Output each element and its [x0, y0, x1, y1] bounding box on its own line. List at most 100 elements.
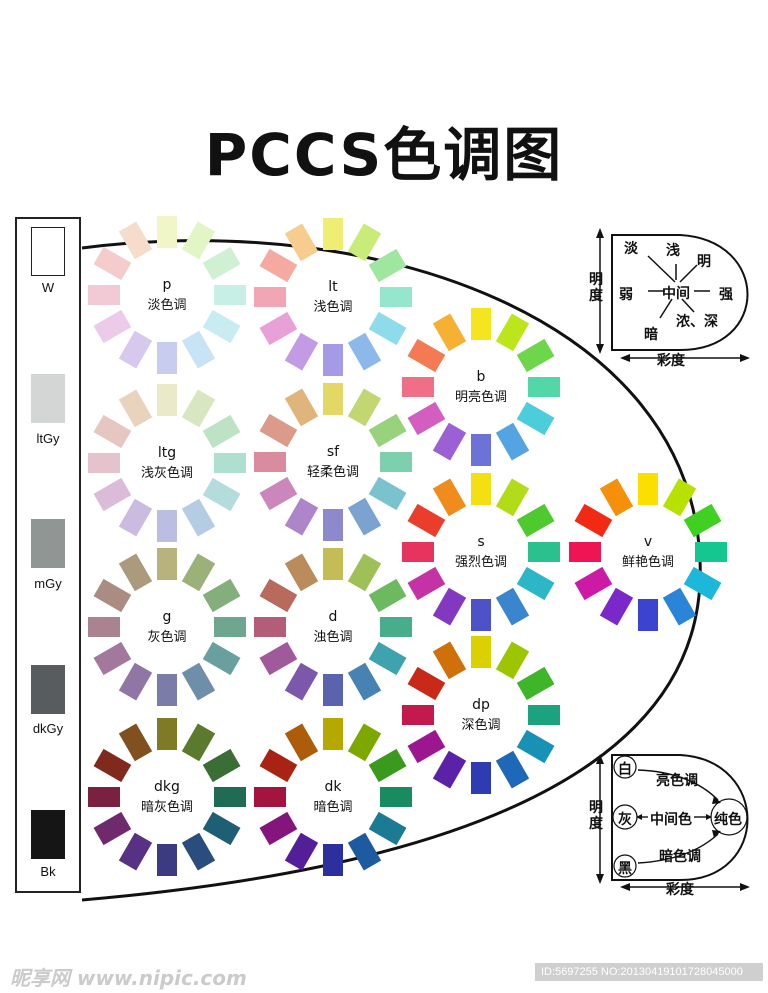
hue-swatch [368, 413, 407, 448]
hue-swatch [495, 313, 530, 352]
hue-swatch [254, 287, 286, 307]
legend-term-light: 浅 [666, 243, 680, 259]
gray-swatch-ltgy [31, 374, 65, 423]
hue-swatch [214, 453, 246, 473]
hue-swatch [323, 383, 343, 415]
hue-swatch [402, 377, 434, 397]
hue-swatch [495, 478, 530, 517]
tone-name-label: 明亮色调 [455, 389, 507, 405]
hue-swatch [284, 388, 319, 427]
hue-swatch [284, 832, 319, 871]
hue-swatch [157, 718, 177, 750]
hue-swatch [432, 478, 467, 517]
hue-swatch [284, 723, 319, 762]
hue-swatch [368, 811, 407, 846]
hue-swatch [118, 389, 153, 428]
tone-name-label: 淡色调 [147, 297, 186, 313]
gray-swatch-dkgy [31, 665, 65, 714]
hue-swatch [683, 566, 722, 601]
hue-swatch [347, 388, 382, 427]
tone-name-label: 深色调 [461, 717, 500, 733]
hue-swatch [402, 705, 434, 725]
hue-swatch [93, 641, 132, 676]
hue-swatch [157, 510, 177, 542]
hue-swatch [347, 223, 382, 262]
tone-wheel-p: p 淡色调 [88, 216, 246, 374]
tone-code-label: sf [327, 444, 340, 460]
legend-term-weak: 弱 [619, 287, 633, 303]
legend-bottom-y-axis-label: 明度 [589, 800, 603, 832]
hue-swatch [368, 476, 407, 511]
hue-swatch [516, 401, 555, 436]
tone-code-label: ltg [158, 445, 176, 461]
hue-swatch [347, 662, 382, 701]
gray-label-bk: Bk [40, 864, 56, 879]
hue-swatch [259, 748, 298, 783]
hue-swatch [118, 662, 153, 701]
hue-swatch [181, 723, 216, 762]
gray-swatch-bk [31, 810, 65, 859]
hue-swatch [181, 832, 216, 871]
hue-swatch [599, 587, 634, 626]
hue-swatch [202, 246, 241, 281]
hue-swatch [118, 221, 153, 260]
hue-swatch [202, 414, 241, 449]
tone-code-label: g [163, 609, 172, 625]
tone-code-label: s [477, 534, 484, 550]
hue-swatch [157, 548, 177, 580]
hue-swatch [347, 723, 382, 762]
hue-swatch [323, 218, 343, 250]
tone-name-label: 鲜艳色调 [622, 554, 674, 570]
hue-swatch [284, 332, 319, 371]
hue-swatch [516, 503, 555, 538]
hue-swatch [157, 844, 177, 876]
hue-swatch [368, 311, 407, 346]
hue-swatch [407, 503, 446, 538]
hue-swatch [202, 578, 241, 613]
hue-swatch [181, 662, 216, 701]
hue-swatch [88, 453, 120, 473]
watermark-left: 昵享网 www.nipic.com [10, 966, 247, 990]
hue-swatch [214, 285, 246, 305]
legend-term-bright: 明 [697, 254, 711, 270]
hue-swatch [528, 705, 560, 725]
hue-swatch [407, 666, 446, 701]
hue-swatch [181, 498, 216, 537]
hue-swatch [214, 617, 246, 637]
hue-swatch [471, 636, 491, 668]
hue-swatch [323, 548, 343, 580]
legend-term-dark: 暗 [644, 327, 658, 343]
hue-swatch [118, 498, 153, 537]
hue-swatch [157, 384, 177, 416]
legend-term-gray: 灰 [618, 812, 632, 828]
hue-swatch [118, 553, 153, 592]
hue-swatch [380, 617, 412, 637]
hue-swatch [323, 344, 343, 376]
hue-swatch [407, 338, 446, 373]
hue-swatch [259, 578, 298, 613]
legend-term-pale: 淡 [624, 241, 638, 257]
hue-swatch [181, 330, 216, 369]
gray-label-mgy: mGy [34, 576, 62, 591]
gray-label-w: W [41, 280, 55, 295]
hue-swatch [662, 587, 697, 626]
hue-swatch [432, 641, 467, 680]
hue-swatch [93, 414, 132, 449]
hue-swatch [495, 750, 530, 789]
tone-code-label: p [163, 277, 172, 293]
legend-term-dark-tone: 暗色调 [659, 849, 701, 865]
hue-swatch [93, 309, 132, 344]
tone-code-label: d [329, 609, 338, 625]
hue-swatch [638, 473, 658, 505]
tone-code-label: b [477, 369, 486, 385]
hue-swatch [432, 750, 467, 789]
